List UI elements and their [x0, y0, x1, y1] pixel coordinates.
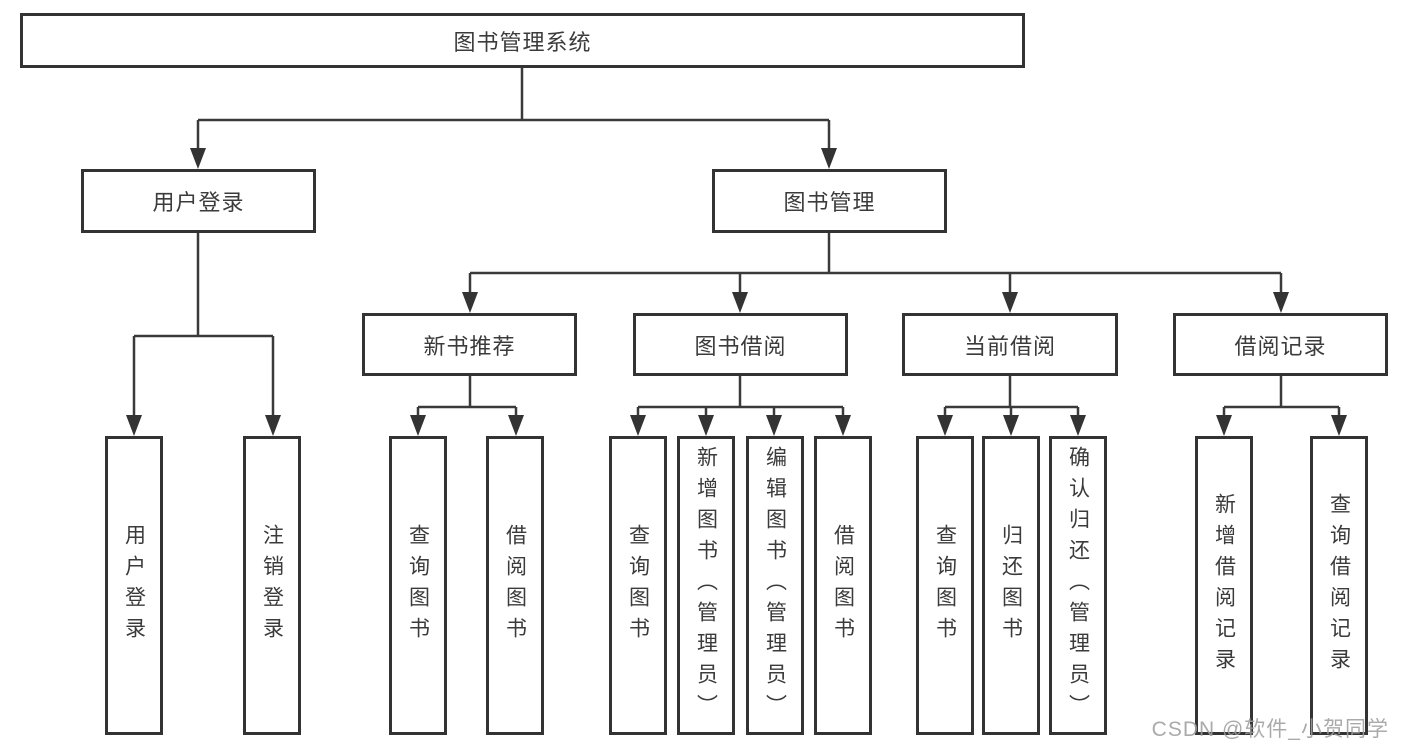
node-label: 新增图书（管理员）: [694, 446, 718, 725]
node-label: 注销登录: [260, 523, 284, 648]
node-label: 新书推荐: [423, 333, 516, 359]
leaf-add-borrow-record: 新增借阅记录: [1195, 436, 1253, 735]
node-label: 查询图书: [406, 523, 430, 648]
node-book-management: 图书管理: [712, 169, 947, 233]
node-label: 图书借阅: [694, 333, 787, 359]
node-label: 图书管理系统: [453, 29, 592, 55]
node-label: 归还图书: [999, 523, 1023, 648]
leaf-confirm-return-admin: 确认归还（管理员）: [1049, 436, 1107, 735]
node-library-system: 图书管理系统: [20, 13, 1025, 68]
node-label: 借阅图书: [503, 523, 527, 648]
connector-arrowheads: [126, 148, 1347, 436]
leaf-query-books-borrow: 查询图书: [609, 436, 667, 735]
node-label: 借阅记录: [1234, 333, 1327, 359]
node-label: 新增借阅记录: [1212, 492, 1236, 679]
node-borrow-records: 借阅记录: [1173, 313, 1388, 376]
leaf-add-books-admin: 新增图书（管理员）: [677, 436, 735, 735]
node-label: 编辑图书（管理员）: [763, 446, 787, 725]
leaf-borrow-books-recommend: 借阅图书: [486, 436, 544, 735]
node-user-login: 用户登录: [81, 169, 316, 233]
node-label: 用户登录: [152, 190, 245, 215]
leaf-query-borrow-record: 查询借阅记录: [1310, 436, 1368, 735]
node-label: 查询图书: [933, 523, 957, 648]
watermark: CSDN @软件_小贺同学: [1151, 718, 1389, 741]
node-label: 借阅图书: [831, 523, 855, 648]
leaf-edit-books-admin: 编辑图书（管理员）: [746, 436, 804, 735]
connector-lines: [132, 68, 1341, 419]
leaf-borrow-books: 借阅图书: [814, 436, 872, 735]
node-label: 图书管理: [783, 190, 876, 215]
leaf-query-books-recommend: 查询图书: [389, 436, 447, 735]
node-label: 确认归还（管理员）: [1066, 446, 1090, 725]
node-label: 用户登录: [122, 523, 146, 648]
node-label: 查询图书: [626, 523, 650, 648]
node-book-borrow: 图书借阅: [633, 313, 848, 376]
leaf-return-books: 归还图书: [982, 436, 1040, 735]
leaf-logout: 注销登录: [243, 436, 301, 735]
node-label: 当前借阅: [963, 333, 1056, 359]
node-new-book-recommend: 新书推荐: [362, 313, 577, 376]
node-label: 查询借阅记录: [1327, 492, 1351, 679]
leaf-query-books-current: 查询图书: [916, 436, 974, 735]
leaf-user-login: 用户登录: [105, 436, 163, 735]
node-current-borrow: 当前借阅: [902, 313, 1118, 376]
